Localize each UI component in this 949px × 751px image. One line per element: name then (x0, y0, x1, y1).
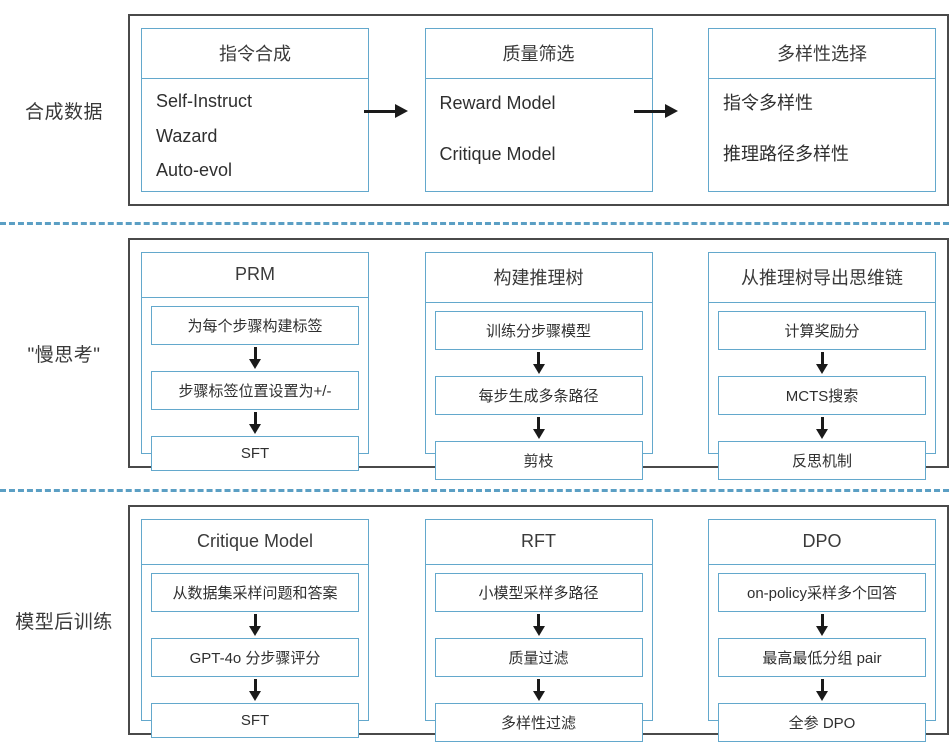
section-divider-2 (0, 489, 949, 492)
arrow-head (395, 104, 408, 118)
arrow-shaft (364, 109, 396, 113)
step-box[interactable]: 步骤标签位置设置为+/- (151, 371, 359, 410)
step-box[interactable]: 质量过滤 (434, 638, 643, 677)
card-derive-cot[interactable]: 从推理树导出思维链 计算奖励分 MCTS搜索 反思机制 (708, 252, 936, 480)
card-title-rft: RFT (425, 520, 652, 565)
arrow-down-icon (435, 677, 643, 703)
card-title-derive-cot: 从推理树导出思维链 (709, 253, 935, 303)
card-rft[interactable]: RFT 小模型采样多路径 质量过滤 多样性过滤 (424, 519, 653, 742)
card-critique-model[interactable]: Critique Model 从数据集采样问题和答案 GPT-4o 分步骤评分 … (141, 519, 369, 738)
section-label-synthetic-data: 合成数据 (24, 101, 103, 123)
arrow-down-icon (435, 415, 643, 441)
arrow-down-icon (718, 612, 926, 638)
step-box[interactable]: 计算奖励分 (718, 311, 926, 350)
step-box[interactable]: 从数据集采样问题和答案 (151, 573, 359, 612)
section-body-slow-thinking: PRM 为每个步骤构建标签 步骤标签位置设置为+/- SFT 构建推理树 训练分… (128, 238, 949, 480)
step-box[interactable]: 为每个步骤构建标签 (151, 306, 359, 345)
step-box[interactable]: SFT (151, 436, 359, 471)
step-box[interactable]: 训练分步骤模型 (434, 311, 643, 350)
list-item: Auto-evol (156, 160, 233, 181)
arrow-down-icon (151, 410, 359, 436)
step-box[interactable]: 小模型采样多路径 (434, 573, 643, 612)
card-body-critique-model: 从数据集采样问题和答案 GPT-4o 分步骤评分 SFT (142, 565, 368, 747)
list-item: Critique Model (439, 143, 556, 164)
card-build-reasoning-tree[interactable]: 构建推理树 训练分步骤模型 每步生成多条路径 剪枝 (424, 252, 653, 480)
list-item: Reward Model (439, 93, 556, 113)
card-dpo[interactable]: DPO on-policy采样多个回答 最高最低分组 pair 全参 DPO (708, 519, 936, 742)
card-title-quality-filter: 质量筛选 (425, 29, 652, 79)
arrow-down-icon (151, 345, 359, 371)
arrow-down-icon (718, 415, 926, 441)
arrow-down-icon (435, 350, 643, 376)
card-body-rft: 小模型采样多路径 质量过滤 多样性过滤 (426, 565, 652, 751)
section-body-post-training: Critique Model 从数据集采样问题和答案 GPT-4o 分步骤评分 … (128, 505, 949, 742)
section-body-synthetic-data: 指令合成 Self-Instruct Wazard Auto-evol 质量筛选… (128, 14, 949, 206)
arrow-down-icon (151, 612, 359, 638)
list-item: Self-Instruct (156, 91, 253, 111)
section-label-slow-thinking: "慢思考" (27, 344, 101, 366)
card-title-dpo: DPO (709, 520, 935, 565)
card-title-diversity-selection: 多样性选择 (709, 29, 935, 79)
section-post-training: 模型后训练 Critique Model 从数据集采样问题和答案 GPT-4o … (0, 505, 949, 742)
card-title-critique-model: Critique Model (142, 520, 368, 565)
card-body-derive-cot: 计算奖励分 MCTS搜索 反思机制 (709, 303, 935, 489)
card-title-instruction-synthesis: 指令合成 (142, 29, 368, 79)
arrow-down-icon (435, 612, 643, 638)
step-box[interactable]: on-policy采样多个回答 (718, 573, 926, 612)
section-divider-1 (0, 222, 949, 225)
card-title-prm: PRM (142, 253, 368, 298)
list-item: Wazard (156, 125, 218, 146)
step-box[interactable]: 全参 DPO (718, 703, 926, 742)
step-box[interactable]: 剪枝 (434, 441, 643, 480)
list-item: 推理路径多样性 (723, 143, 849, 164)
card-diversity-selection[interactable]: 多样性选择 指令多样性 推理路径多样性 (708, 28, 936, 192)
section-synthetic-data: 合成数据 指令合成 Self-Instruct Wazard Auto-evol… (0, 14, 949, 206)
card-body-prm: 为每个步骤构建标签 步骤标签位置设置为+/- SFT (142, 298, 368, 480)
step-box[interactable]: 反思机制 (718, 441, 926, 480)
arrow-head (665, 104, 678, 118)
arrow-down-icon (151, 677, 359, 703)
step-box[interactable]: MCTS搜索 (718, 376, 926, 415)
card-body-build-reasoning-tree: 训练分步骤模型 每步生成多条路径 剪枝 (426, 303, 652, 489)
arrow-instruction-to-quality (364, 104, 408, 118)
arrow-quality-to-diversity (634, 104, 678, 118)
card-title-build-reasoning-tree: 构建推理树 (425, 253, 652, 303)
section-slow-thinking: "慢思考" PRM 为每个步骤构建标签 步骤标签位置设置为+/- SFT 构建推… (0, 238, 949, 480)
arrow-shaft (634, 109, 666, 113)
card-body-quality-filter: Reward Model Critique Model (426, 79, 652, 191)
list-item: 指令多样性 (723, 93, 813, 113)
card-body-instruction-synthesis: Self-Instruct Wazard Auto-evol (142, 79, 368, 191)
step-box[interactable]: GPT-4o 分步骤评分 (151, 638, 359, 677)
step-box[interactable]: SFT (151, 703, 359, 738)
arrow-down-icon (718, 677, 926, 703)
card-body-diversity-selection: 指令多样性 推理路径多样性 (709, 79, 935, 191)
card-quality-filter[interactable]: 质量筛选 Reward Model Critique Model (424, 28, 653, 192)
step-box[interactable]: 多样性过滤 (434, 703, 643, 742)
card-prm[interactable]: PRM 为每个步骤构建标签 步骤标签位置设置为+/- SFT (141, 252, 369, 471)
step-box[interactable]: 每步生成多条路径 (434, 376, 643, 415)
card-instruction-synthesis[interactable]: 指令合成 Self-Instruct Wazard Auto-evol (141, 28, 369, 192)
arrow-down-icon (718, 350, 926, 376)
section-label-post-training: 模型后训练 (15, 611, 113, 633)
step-box[interactable]: 最高最低分组 pair (718, 638, 926, 677)
card-body-dpo: on-policy采样多个回答 最高最低分组 pair 全参 DPO (709, 565, 935, 751)
